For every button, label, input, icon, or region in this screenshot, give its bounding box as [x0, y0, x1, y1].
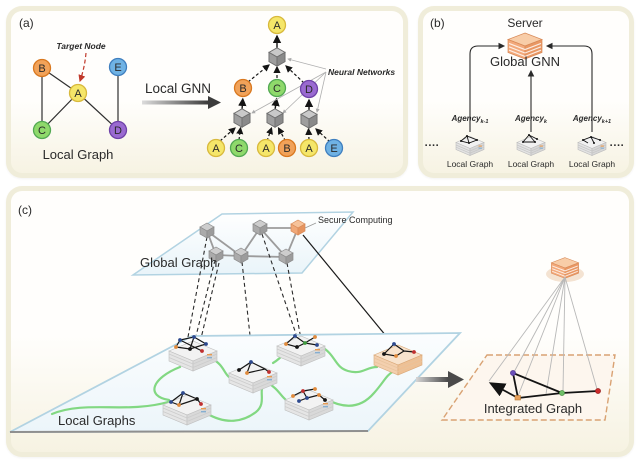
panel-c-diagram: (c) [9, 203, 616, 433]
node-letter: A [273, 20, 281, 32]
agency-name: Agency [451, 114, 481, 123]
local-graph-box [228, 360, 278, 394]
server-label: Server [507, 16, 542, 30]
mini-graph-dots [460, 134, 601, 144]
secure-local-graph-box [373, 342, 423, 376]
target-node-pointer-arrow [78, 52, 87, 83]
local-graph-label: Local Graph [447, 159, 494, 169]
tree-root-node [267, 15, 287, 35]
panel-a: (a) B E A C D Targe [6, 6, 408, 178]
local-graph-box [276, 334, 326, 367]
graph-node-c [32, 120, 52, 140]
agency-label: Agencyk [514, 114, 548, 125]
ellipsis-left: ···· [425, 140, 440, 152]
local-graph-drawing [237, 360, 271, 375]
graph-node-e [108, 57, 128, 77]
target-node-label: Target Node [56, 41, 106, 51]
secure-computing-label: Secure Computing [318, 215, 393, 225]
local-graphs-label: Local Graphs [58, 413, 136, 428]
agency-name: Agency [572, 114, 602, 123]
integration-arrow [416, 371, 464, 388]
panel-b-diagram: (b) Server Global GNN Agencyk-1 Agencyk … [425, 16, 625, 169]
agency-name: Agency [514, 114, 544, 123]
tree-solid-arrows [238, 34, 314, 111]
neural-networks-label: Neural Networks [328, 67, 395, 77]
node-letter: B [239, 83, 246, 95]
integrated-graph-nodes [510, 370, 601, 401]
global-gnn-label: Global GNN [490, 54, 560, 69]
node-letter: D [305, 84, 313, 96]
agency-subscript: k [544, 119, 548, 125]
secure-computing-pointer [304, 222, 317, 229]
agency-labels: Agencyk-1 Agencyk Agencyk+1 [451, 114, 612, 125]
panel-a-tag: (a) [19, 16, 34, 30]
panel-c: (c) [6, 186, 634, 457]
tree-nodes: A B C D A C A B A E [206, 15, 344, 158]
tree-leaf-node [277, 138, 297, 158]
node-letter: A [262, 143, 270, 155]
global-graph-label: Global Graph [140, 255, 217, 270]
agency-label: Agencyk-1 [451, 114, 489, 125]
local-graph-label: Local Graph [569, 159, 616, 169]
panel-b: (b) Server Global GNN Agencyk-1 Agencyk … [418, 6, 634, 178]
tree-leaf-node [299, 138, 319, 158]
server-icon [507, 32, 543, 60]
panel-c-tag: (c) [18, 203, 32, 217]
integrated-graph-plane [440, 354, 616, 421]
ellipsis-right: ···· [610, 140, 625, 152]
integrated-graph-label: Integrated Graph [484, 401, 582, 416]
local-graph-box [162, 391, 212, 426]
local-graph-caption: Local Graph [43, 147, 114, 162]
tree-dashed-arrows [219, 64, 331, 143]
agency-label: Agencyk+1 [572, 114, 611, 125]
node-letter: B [283, 143, 290, 155]
local-gnn-arrow [142, 96, 221, 109]
server-fan-lines [488, 276, 598, 397]
local-graph-drawing [382, 342, 416, 358]
tree-leaf-node [229, 138, 249, 158]
graph-node-d [108, 120, 128, 140]
local-graph-box [168, 335, 218, 372]
node-letter: E [114, 62, 121, 74]
graph-node-b [32, 58, 52, 78]
integrated-graph-edges [488, 372, 599, 399]
node-letter: C [273, 83, 281, 95]
tree-leaf-node [206, 138, 226, 158]
tree-mid-node [299, 79, 319, 99]
agency-local-graph-boxes [455, 134, 607, 156]
node-letter: E [330, 143, 337, 155]
local-graph-drawing [174, 335, 208, 353]
agency-subscript: k+1 [602, 119, 611, 125]
local-graph-drawing [291, 387, 327, 403]
node-letter: A [305, 143, 313, 155]
local-graph-drawing [169, 391, 203, 407]
secure-computing-arrow [302, 234, 392, 343]
tree-leaf-node [324, 138, 344, 158]
plane-bottom-edge [9, 430, 369, 433]
tree-mid-node [267, 78, 287, 98]
node-letter: B [38, 63, 45, 75]
node-letter: D [114, 125, 122, 137]
node-letter: C [38, 125, 46, 137]
node-letter: C [235, 143, 243, 155]
local-graph-label: Local Graph [508, 159, 555, 169]
tree-mid-node [233, 78, 253, 98]
panel-a-diagram: (a) B E A C D Targe [19, 15, 395, 162]
tree-leaf-node [256, 138, 276, 158]
local-graph-nodes: B E A C D [32, 57, 128, 140]
agency-uplink-arrows [469, 42, 593, 132]
agency-subscript: k-1 [480, 119, 488, 125]
node-letter: A [74, 88, 82, 100]
local-gnn-label: Local GNN [145, 81, 211, 96]
local-graph-drawing [284, 334, 319, 349]
local-graph-box [284, 387, 334, 421]
graph-node-a-target [68, 83, 88, 103]
panel-b-tag: (b) [430, 16, 445, 30]
node-letter: A [212, 143, 220, 155]
